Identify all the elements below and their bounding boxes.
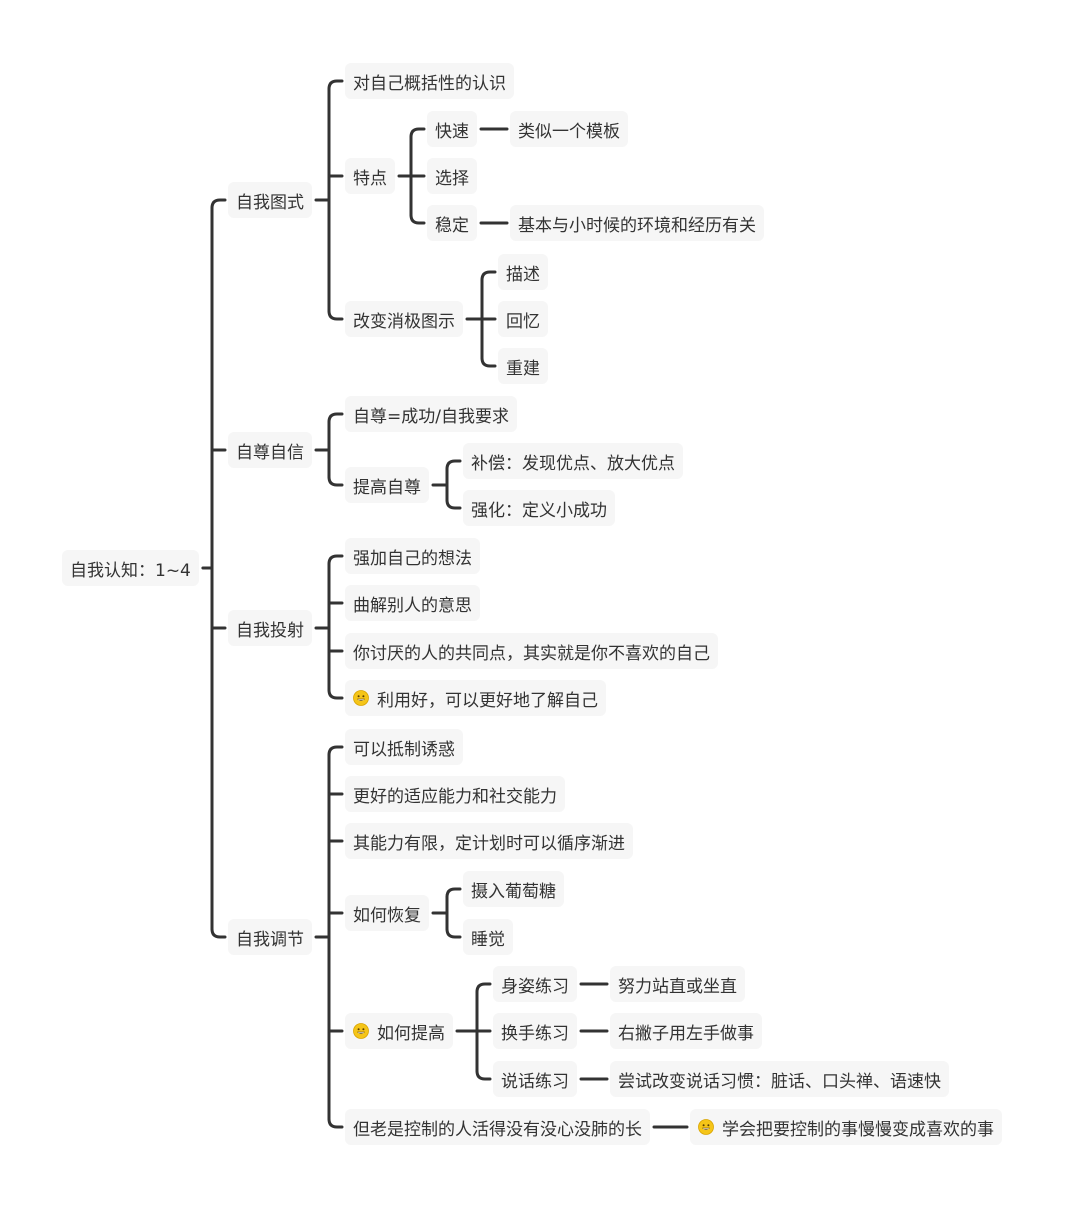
node-posture-practice[interactable]: 身姿练习 <box>493 966 577 1002</box>
node-resist-temptation[interactable]: 可以抵制诱惑 <box>345 729 463 765</box>
node-esteem-formula[interactable]: 自尊=成功/自我要求 <box>345 396 517 432</box>
node-better-adaptability[interactable]: 更好的适应能力和社交能力 <box>345 776 565 812</box>
branch-self-regulation-child-connector-0 <box>327 745 344 757</box>
node-switch-hands[interactable]: 换手练习 <box>493 1013 577 1049</box>
node-like-template[interactable]: 类似一个模板 <box>510 111 628 147</box>
node-use-well[interactable]: 利用好，可以更好地了解自己 <box>345 680 606 716</box>
node-how-to-recover[interactable]: 如何恢复 <box>345 895 429 931</box>
grinning-face-icon <box>353 690 369 706</box>
node-selective[interactable]: 选择 <box>427 158 477 194</box>
node-how-to-improve[interactable]: 如何提高 <box>345 1013 453 1049</box>
node-raise-esteem-child-connector-0 <box>445 459 462 471</box>
node-controlled-live-shorter[interactable]: 但老是控制的人活得没有没心没肺的长 <box>345 1109 650 1145</box>
node-compensate[interactable]: 补偿：发现优点、放大优点 <box>463 443 683 479</box>
node-fast[interactable]: 快速 <box>427 111 477 147</box>
node-misinterpret[interactable]: 曲解别人的意思 <box>345 585 480 621</box>
node-characteristics-child-connector-0 <box>409 127 426 139</box>
node-change-negative-schema[interactable]: 改变消极图示 <box>345 301 463 337</box>
node-raise-esteem-child-connector-1 <box>445 498 462 510</box>
node-childhood-related[interactable]: 基本与小时候的环境和经历有关 <box>510 205 764 241</box>
branch-self-schema[interactable]: 自我图式 <box>228 182 312 218</box>
branch-self-schema-child-connector-2 <box>327 309 344 321</box>
node-characteristics-child-connector-2 <box>409 213 426 225</box>
node-use-well-label: 利用好，可以更好地了解自己 <box>377 690 598 711</box>
node-impose-ideas[interactable]: 强加自己的想法 <box>345 538 480 574</box>
branch-self-regulation[interactable]: 自我调节 <box>228 919 312 955</box>
node-use-left-hand[interactable]: 右撇子用左手做事 <box>610 1013 762 1049</box>
node-change-negative-schema-child-connector-0 <box>480 270 497 282</box>
branch-self-projection-child-connector-0 <box>327 554 344 566</box>
node-turn-control-into-joy-label: 学会把要控制的事慢慢变成喜欢的事 <box>722 1119 994 1140</box>
node-reinforce[interactable]: 强化：定义小成功 <box>463 490 615 526</box>
grinning-face-icon <box>698 1119 714 1135</box>
node-limited-capacity[interactable]: 其能力有限，定计划时可以循序渐进 <box>345 823 633 859</box>
branch-self-esteem-child-connector-1 <box>327 475 344 487</box>
node-turn-control-into-joy[interactable]: 学会把要控制的事慢慢变成喜欢的事 <box>690 1109 1002 1145</box>
branch-self-esteem[interactable]: 自尊自信 <box>228 432 312 468</box>
branch-self-projection[interactable]: 自我投射 <box>228 610 312 646</box>
branch-self-esteem-child-connector-0 <box>327 412 344 424</box>
node-speech-practice[interactable]: 说话练习 <box>493 1061 577 1097</box>
node-stable[interactable]: 稳定 <box>427 205 477 241</box>
branch-self-regulation-child-connector-5 <box>327 1117 344 1129</box>
branch-self-projection-child-connector-3 <box>327 688 344 700</box>
node-rebuild[interactable]: 重建 <box>498 348 548 384</box>
grinning-face-icon <box>353 1023 369 1039</box>
node-disliked-self[interactable]: 你讨厌的人的共同点，其实就是你不喜欢的自己 <box>345 633 718 669</box>
root-node[interactable]: 自我认知：1~4 <box>62 550 199 586</box>
node-sleep[interactable]: 睡觉 <box>463 919 513 955</box>
node-how-to-improve-child-connector-2 <box>475 1069 492 1081</box>
root-node-child-connector-0 <box>210 198 227 210</box>
branch-self-schema-child-connector-0 <box>327 79 344 91</box>
node-how-to-improve-label: 如何提高 <box>377 1023 445 1044</box>
root-node-child-connector-3 <box>210 927 227 939</box>
node-change-negative-schema-child-connector-2 <box>480 356 497 368</box>
node-recall[interactable]: 回忆 <box>498 301 548 337</box>
node-describe[interactable]: 描述 <box>498 254 548 290</box>
node-characteristics[interactable]: 特点 <box>345 158 395 194</box>
node-glucose[interactable]: 摄入葡萄糖 <box>463 871 564 907</box>
node-stand-straight[interactable]: 努力站直或坐直 <box>610 966 745 1002</box>
node-raise-esteem[interactable]: 提高自尊 <box>345 467 429 503</box>
node-how-to-recover-child-connector-0 <box>445 887 462 899</box>
node-general-self-knowledge[interactable]: 对自己概括性的认识 <box>345 63 514 99</box>
node-how-to-improve-child-connector-0 <box>475 982 492 994</box>
node-how-to-recover-child-connector-1 <box>445 927 462 939</box>
node-change-speech-habits[interactable]: 尝试改变说话习惯：脏话、口头禅、语速快 <box>610 1061 949 1097</box>
